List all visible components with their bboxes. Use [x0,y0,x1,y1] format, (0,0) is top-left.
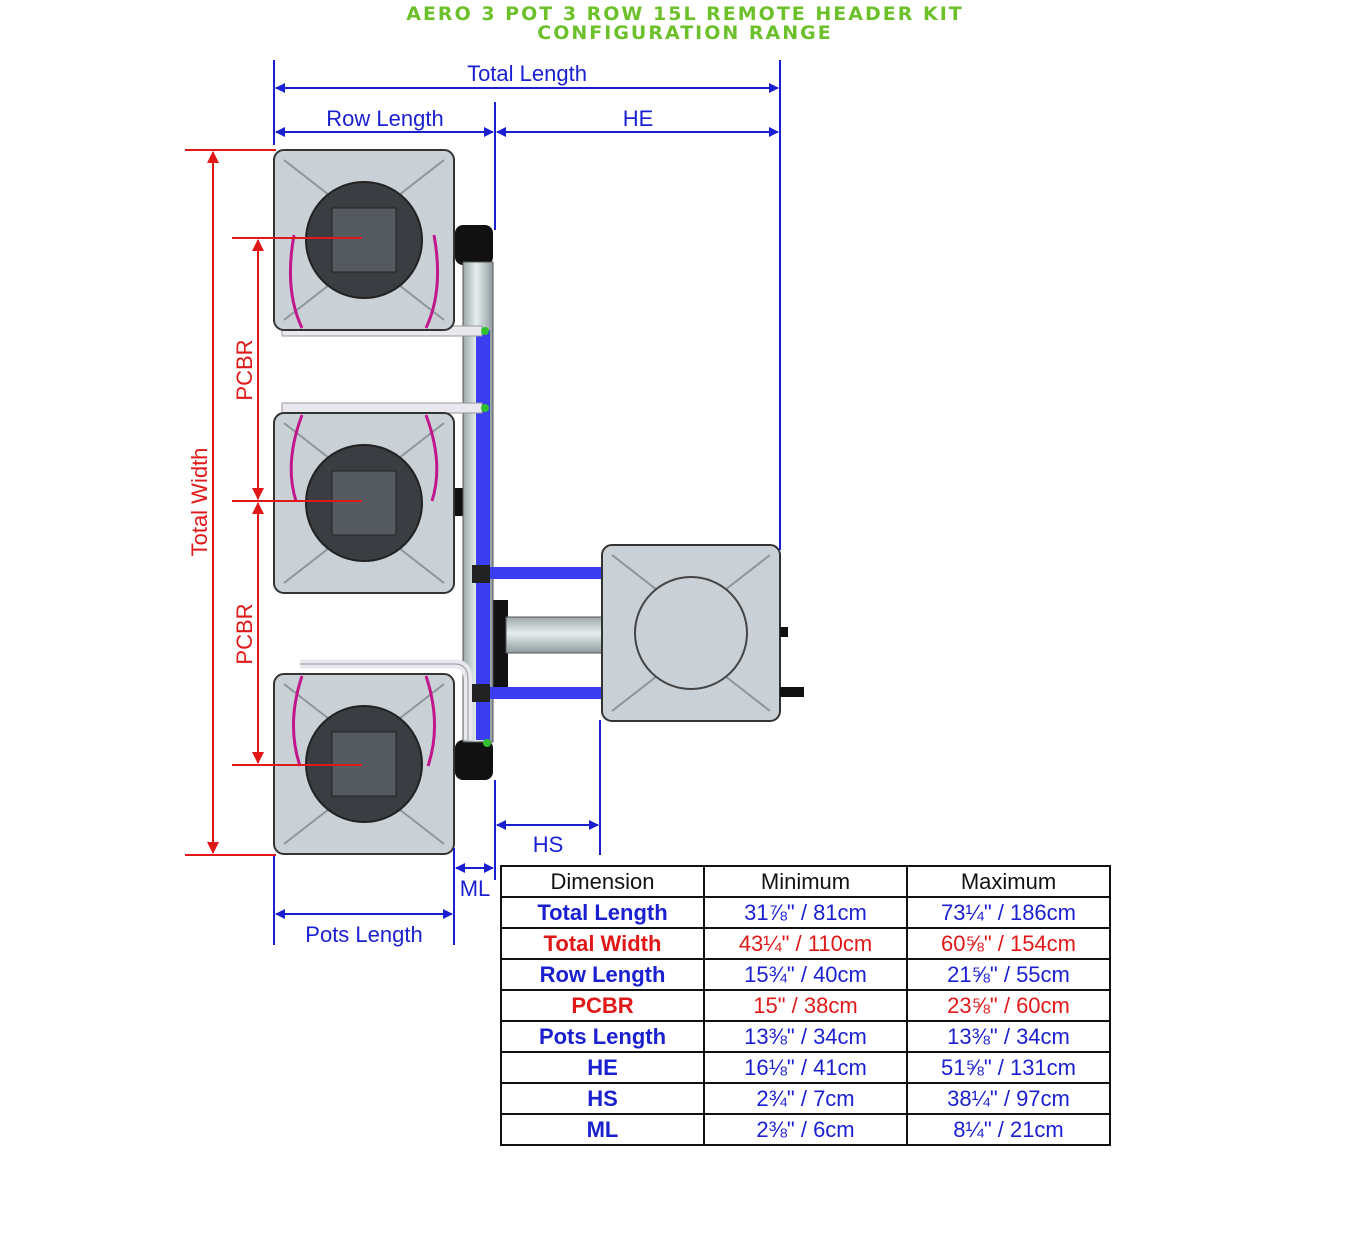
row-max: 23⅝" / 60cm [906,989,1111,1022]
pot-1 [273,149,455,331]
diagram-subtitle: CONFIGURATION RANGE [537,22,833,44]
row-name: PCBR [500,989,705,1022]
row-max: 13⅜" / 34cm [906,1020,1111,1053]
pcbr-top-label: PCBR [232,339,257,400]
manifold-pipework [281,225,603,780]
row-min: 16⅛" / 41cm [703,1051,908,1084]
row-max: 21⅝" / 55cm [906,958,1111,991]
table-row: Pots Length 13⅜" / 34cm 13⅜" / 34cm [500,1020,1111,1053]
he-label: HE [623,106,654,131]
hs-label: HS [533,832,564,857]
row-min: 13⅜" / 34cm [703,1020,908,1053]
header-minimum: Minimum [703,865,908,898]
row-max: 73¼" / 186cm [906,896,1111,929]
total-width-label: Total Width [187,448,212,557]
table-header-row: Dimension Minimum Maximum [500,865,1111,898]
row-name: Row Length [500,958,705,991]
row-name: Total Width [500,927,705,960]
row-max: 51⅝" / 131cm [906,1051,1111,1084]
row-name: Pots Length [500,1020,705,1053]
red-dimension-lines [185,149,362,856]
pot-3 [273,673,455,855]
diagram-title: AERO 3 POT 3 ROW 15L REMOTE HEADER KIT [406,3,964,25]
row-min: 15¾" / 40cm [703,958,908,991]
row-length-label: Row Length [326,106,443,131]
row-name: HE [500,1051,705,1084]
dimension-lines [273,60,781,945]
row-max: 60⅝" / 154cm [906,927,1111,960]
header-dimension: Dimension [500,865,705,898]
table-row: PCBR 15" / 38cm 23⅝" / 60cm [500,989,1111,1022]
header-maximum: Maximum [906,865,1111,898]
row-min: 31⅞" / 81cm [703,896,908,929]
table-row: HE 16⅛" / 41cm 51⅝" / 131cm [500,1051,1111,1084]
table-row: ML 2⅜" / 6cm 8¼" / 21cm [500,1113,1111,1146]
dimension-table: Dimension Minimum Maximum Total Length 3… [500,865,1111,1146]
ml-label: ML [460,876,491,901]
row-max: 8¼" / 21cm [906,1113,1111,1146]
row-min: 2¾" / 7cm [703,1082,908,1115]
row-name: ML [500,1113,705,1146]
remote-header-pot [601,544,804,722]
table-row: Total Width 43¼" / 110cm 60⅝" / 154cm [500,927,1111,960]
total-length-label: Total Length [467,61,587,86]
pot-2 [273,412,455,594]
row-min: 15" / 38cm [703,989,908,1022]
pcbr-bottom-label: PCBR [232,603,257,664]
table-row: HS 2¾" / 7cm 38¼" / 97cm [500,1082,1111,1115]
row-min: 2⅜" / 6cm [703,1113,908,1146]
row-min: 43¼" / 110cm [703,927,908,960]
row-name: HS [500,1082,705,1115]
row-max: 38¼" / 97cm [906,1082,1111,1115]
pots-length-label: Pots Length [305,922,422,947]
table-row: Row Length 15¾" / 40cm 21⅝" / 55cm [500,958,1111,991]
table-row: Total Length 31⅞" / 81cm 73¼" / 186cm [500,896,1111,929]
row-name: Total Length [500,896,705,929]
